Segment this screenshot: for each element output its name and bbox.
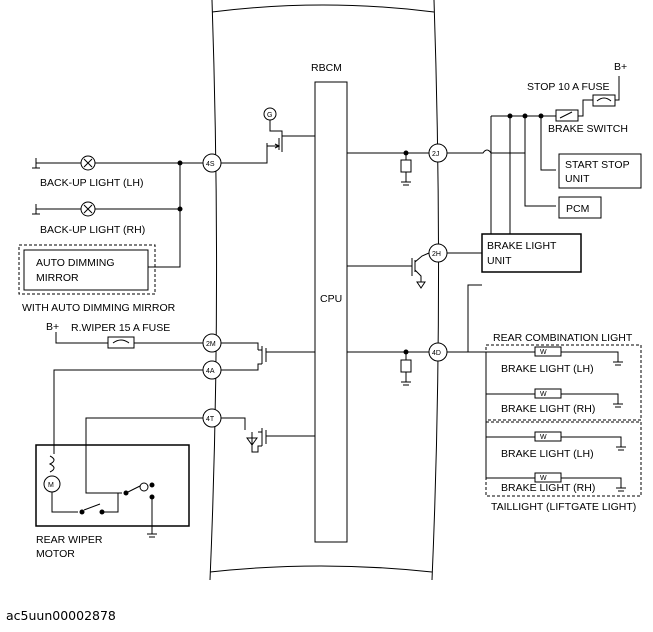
svg-text:M: M bbox=[48, 482, 54, 489]
svg-text:4A: 4A bbox=[206, 368, 215, 375]
auto-dimming-dashed-box bbox=[18, 244, 156, 295]
svg-text:4T: 4T bbox=[206, 416, 215, 423]
brake-switch-icon bbox=[555, 109, 579, 122]
internal-2h-circuit bbox=[347, 252, 430, 289]
right-signal-wiring bbox=[447, 149, 525, 353]
rear-wiper-motor-label-1: REAR WIPER bbox=[36, 534, 103, 546]
svg-text:2J: 2J bbox=[432, 151, 439, 158]
internal-2j-circuit bbox=[347, 150, 429, 186]
svg-text:2H: 2H bbox=[432, 251, 441, 258]
brake-light-lh-label-1: BRAKE LIGHT (LH) bbox=[501, 363, 594, 375]
backup-light-circuits bbox=[32, 155, 203, 268]
rear-combination-label: REAR COMBINATION LIGHT bbox=[493, 332, 633, 344]
svg-text:W: W bbox=[540, 391, 547, 398]
brake-switch-label: BRAKE SWITCH bbox=[548, 123, 628, 135]
rear-wiper-motor-label-2: MOTOR bbox=[36, 548, 75, 560]
brake-lh-led-icon-2 bbox=[534, 431, 562, 442]
rbcm-boundary bbox=[209, 0, 440, 581]
brake-light-unit-box bbox=[481, 233, 582, 273]
b-plus-left-label: B+ bbox=[46, 321, 59, 333]
rear-wiper-motor-wiring: M bbox=[43, 369, 203, 538]
svg-text:2M: 2M bbox=[206, 341, 216, 348]
cpu-box bbox=[314, 81, 348, 543]
taillight-label: TAILLIGHT (LIFTGATE LIGHT) bbox=[491, 501, 636, 513]
rear-wiper-fuse-circuit bbox=[55, 332, 203, 349]
internal-4t-circuit bbox=[221, 417, 315, 453]
svg-text:G: G bbox=[267, 112, 272, 119]
stop-fuse-icon bbox=[592, 94, 616, 107]
brake-light-lh-label-2: BRAKE LIGHT (LH) bbox=[501, 448, 594, 460]
internal-2m-4a-circuit bbox=[221, 342, 429, 386]
start-stop-unit-box bbox=[558, 153, 642, 189]
auto-dimming-mirror-box bbox=[23, 249, 149, 291]
brake-lh-led-icon-1 bbox=[534, 346, 562, 357]
svg-text:4D: 4D bbox=[432, 350, 441, 357]
b-plus-right-label: B+ bbox=[614, 61, 627, 73]
backup-light-lh-label: BACK-UP LIGHT (LH) bbox=[40, 177, 143, 189]
brake-light-unit-label-1: BRAKE LIGHT bbox=[487, 240, 557, 252]
backup-light-rh-label: BACK-UP LIGHT (RH) bbox=[40, 224, 145, 236]
brake-light-unit-label-2: UNIT bbox=[487, 255, 512, 267]
brake-light-rh-label-1: BRAKE LIGHT (RH) bbox=[501, 403, 595, 415]
pcm-label: PCM bbox=[566, 203, 589, 215]
stop-fuse-label: STOP 10 A FUSE bbox=[527, 81, 610, 93]
taillight-wiring bbox=[485, 394, 626, 492]
with-auto-dimming-label: WITH AUTO DIMMING MIRROR bbox=[22, 302, 176, 314]
rear-combination-wiring bbox=[485, 346, 623, 408]
svg-text:W: W bbox=[540, 434, 547, 441]
wiper-fuse-icon bbox=[107, 336, 135, 349]
pcm-box bbox=[558, 196, 602, 219]
start-stop-label-1: START STOP bbox=[565, 159, 630, 171]
internal-4s-circuit: G bbox=[221, 107, 315, 164]
brake-light-rh-label-2: BRAKE LIGHT (RH) bbox=[501, 482, 595, 494]
start-stop-label-2: UNIT bbox=[565, 173, 590, 185]
rbcm-label: RBCM bbox=[311, 62, 342, 74]
wiper-cam-icon bbox=[139, 482, 149, 492]
brake-rh-led-icon-1 bbox=[534, 388, 562, 399]
auto-dimming-label-1: AUTO DIMMING bbox=[36, 257, 115, 269]
figure-id-caption: ac5uun00002878 bbox=[6, 608, 116, 623]
svg-text:4S: 4S bbox=[206, 161, 215, 168]
svg-text:W: W bbox=[540, 349, 547, 356]
rear-wiper-motor-box bbox=[35, 444, 190, 527]
cpu-label: CPU bbox=[320, 293, 342, 305]
brake-rh-led-icon-2 bbox=[534, 472, 562, 483]
svg-text:W: W bbox=[540, 475, 547, 482]
auto-dimming-label-2: MIRROR bbox=[36, 272, 79, 284]
wiper-fuse-label: R.WIPER 15 A FUSE bbox=[71, 322, 170, 334]
wiring-diagram: RBCM CPU 4S 2M 4A 4T 2J 2H 4D G bbox=[18, 0, 642, 581]
